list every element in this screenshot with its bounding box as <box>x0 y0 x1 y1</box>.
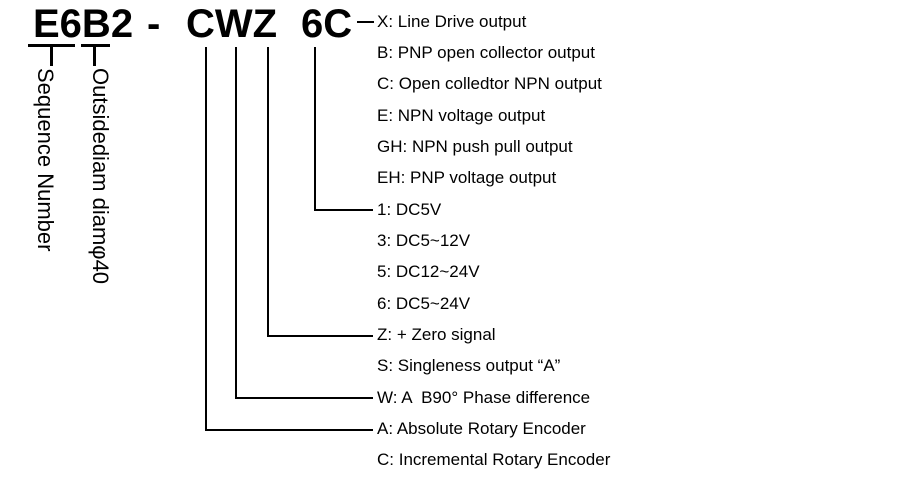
legend-row-output-eh: EH: PNP voltage output <box>377 168 557 188</box>
legend-row-encoder-c: C: Incremental Rotary Encoder <box>377 450 611 470</box>
connector-zero-signal-line <box>267 47 373 337</box>
connector-encoder-type-line <box>205 47 373 431</box>
connector-voltage-line <box>314 47 373 211</box>
diam-tick-line <box>93 44 96 66</box>
model-separator-text: - <box>147 2 161 46</box>
legend-row-voltage-6: 6: DC5~24V <box>377 293 471 313</box>
legend-row-output-b: B: PNP open collector output <box>377 43 595 63</box>
legend-row-voltage-5: 5: DC12~24V <box>377 262 480 282</box>
legend-row-signal-z: Z: + Zero signal <box>377 325 496 345</box>
connector-phase-line <box>235 47 373 399</box>
outside-diam-label: Outsidediam diamφ40 <box>88 68 113 285</box>
sequence-number-label: Sequence Number <box>33 68 58 252</box>
model-type-text: CWZ <box>186 2 278 46</box>
legend-row-phase-w: W: A B90° Phase difference <box>377 387 591 407</box>
legend-row-encoder-a: A: Absolute Rotary Encoder <box>377 419 586 439</box>
connector-output-type-line <box>357 21 374 23</box>
series-tick-line <box>50 44 53 66</box>
legend-row-voltage-1: 1: DC5V <box>377 199 442 219</box>
model-suffix-text: 6C <box>301 2 353 46</box>
legend-row-signal-s: S: Singleness output “A” <box>377 356 561 376</box>
model-series-text: E6B2 <box>33 2 134 46</box>
legend-row-voltage-3: 3: DC5~12V <box>377 231 471 251</box>
legend-list: X: Line Drive output B: PNP open collect… <box>377 6 887 476</box>
legend-row-output-gh: GH: NPN push pull output <box>377 137 573 157</box>
legend-row-output-e: E: NPN voltage output <box>377 105 546 125</box>
legend-row-output-c: C: Open colledtor NPN output <box>377 74 602 94</box>
legend-row-output-x: X: Line Drive output <box>377 11 527 31</box>
